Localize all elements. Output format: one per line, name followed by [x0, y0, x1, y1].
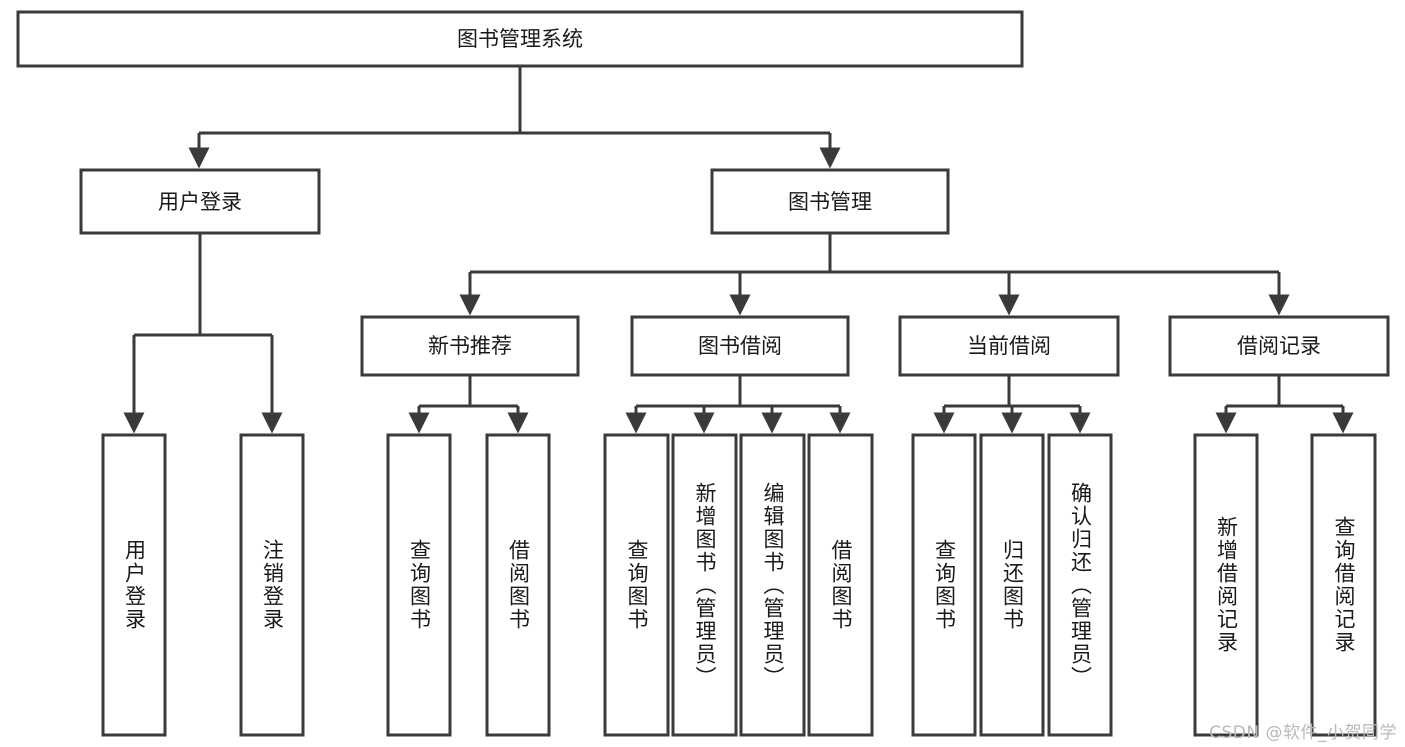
leaf-box-add-record[interactable] [1193, 433, 1259, 737]
node-borrow-record[interactable]: 借阅记录 [1168, 315, 1390, 377]
leaf-box-return-book[interactable] [979, 433, 1045, 737]
node-current-borrow[interactable]: 当前借阅 [898, 315, 1120, 377]
node-current-borrow-label: 当前借阅 [967, 334, 1051, 358]
node-current-borrow-box[interactable] [898, 315, 1120, 377]
node-borrow-record-label: 借阅记录 [1237, 334, 1321, 358]
leaf-box-user-logout[interactable] [239, 433, 305, 737]
leaf-box-query-book-rec[interactable] [386, 433, 452, 737]
connector-user-login-to-leaves [123, 233, 283, 434]
node-book-manage[interactable]: 图书管理 [710, 168, 950, 235]
node-user-login[interactable]: 用户登录 [79, 168, 321, 235]
node-book-borrow-label: 图书借阅 [698, 334, 782, 358]
node-new-book-recommend-box[interactable] [360, 315, 580, 377]
node-book-manage-label: 图书管理 [788, 190, 872, 214]
leaf-box-borrow-book[interactable] [807, 433, 874, 737]
connector-book-borrow-to-leaves [625, 375, 851, 434]
connector-new-book-recommend-to-leaves [408, 375, 529, 434]
node-new-book-recommend[interactable]: 新书推荐 [360, 315, 580, 377]
leaf-box-query-book-borrow[interactable] [603, 433, 670, 737]
leaf-box-confirm-return[interactable] [1047, 433, 1113, 737]
connector-root-to-level2 [188, 66, 841, 169]
node-root-box[interactable] [16, 10, 1024, 68]
connector-book-manage-to-level3 [459, 233, 1290, 316]
leaf-box-edit-book[interactable] [739, 433, 806, 737]
node-root[interactable]: 图书管理系统 [16, 10, 1024, 68]
node-user-login-label: 用户登录 [158, 190, 242, 214]
csdn-watermark: CSDN @软件_小贺同学 [1209, 723, 1397, 743]
connector-current-borrow-to-leaves [933, 375, 1091, 434]
leaf-box-borrow-book-rec[interactable] [485, 433, 551, 737]
node-new-book-recommend-label: 新书推荐 [428, 334, 512, 358]
connector-borrow-record-to-leaves [1215, 375, 1354, 434]
node-root-label: 图书管理系统 [457, 27, 583, 51]
leaf-box-query-record[interactable] [1310, 433, 1377, 737]
node-book-borrow[interactable]: 图书借阅 [630, 315, 850, 377]
leaf-boxes [101, 433, 1377, 737]
node-user-login-box[interactable] [79, 168, 321, 235]
leaf-box-query-book-current[interactable] [911, 433, 977, 737]
leaf-box-user-login[interactable] [101, 433, 167, 737]
leaf-box-add-book[interactable] [671, 433, 738, 737]
